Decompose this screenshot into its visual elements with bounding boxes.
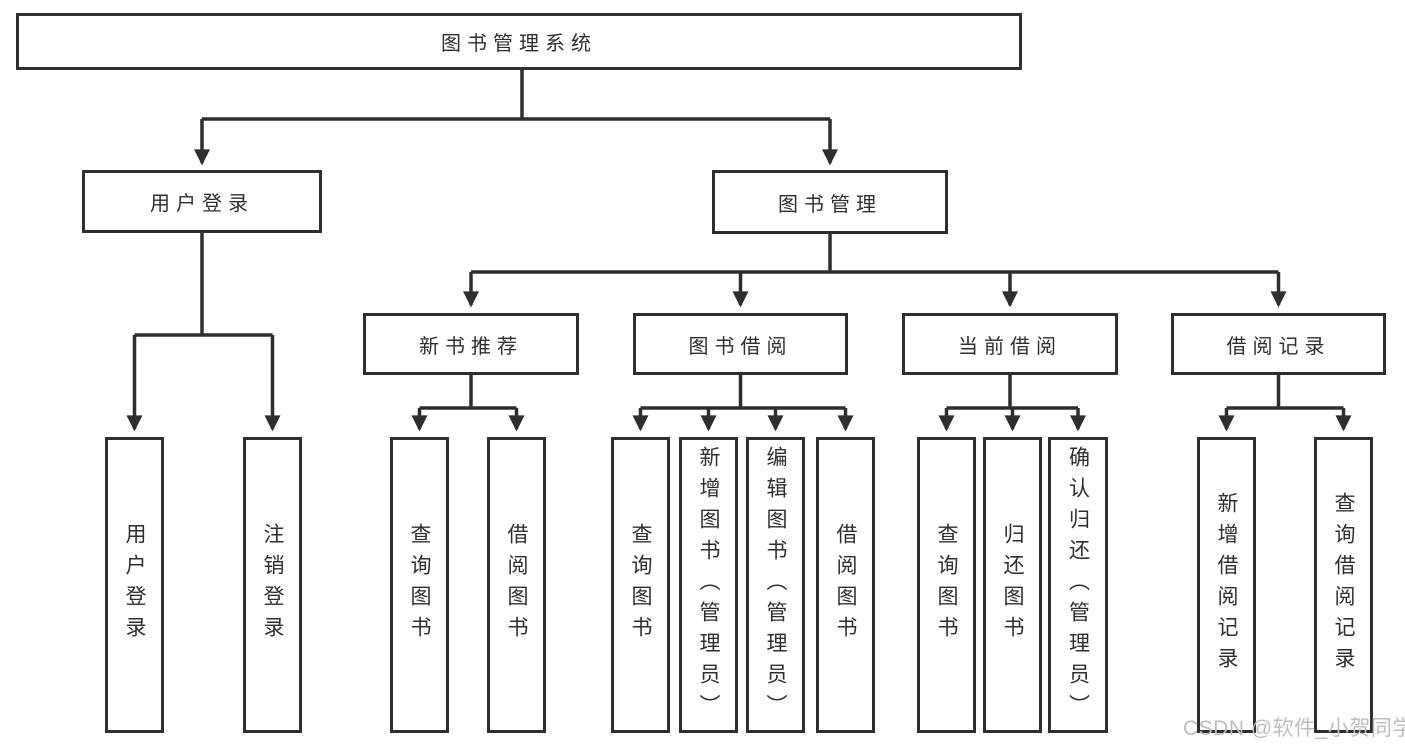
edge-trunk-root <box>202 70 830 121</box>
edge-trunk-current-borrow <box>946 375 1078 410</box>
node-book-management: 图书管理 <box>712 170 948 234</box>
leaf-borrow-books-recommend: 借阅图书 <box>487 437 546 733</box>
node-book-borrow: 图书借阅 <box>633 313 848 375</box>
csdn-watermark: CSDN @软件_小贺同学 <box>1183 717 1405 740</box>
leaf-confirm-return-admin: 确认归还（管理员） <box>1048 437 1108 733</box>
node-library-system: 图书管理系统 <box>16 13 1022 70</box>
leaf-query-borrow-record: 查询借阅记录 <box>1314 437 1373 733</box>
leaf-add-book-admin: 新增图书（管理员） <box>679 437 738 733</box>
leaf-add-borrow-record: 新增借阅记录 <box>1197 437 1256 733</box>
node-current-borrow: 当前借阅 <box>902 313 1118 375</box>
leaf-query-books-current: 查询图书 <box>917 437 976 733</box>
edge-trunk-book-borrow <box>640 375 846 410</box>
edge-trunk-user-login <box>134 233 273 337</box>
edge-trunk-new-book-recommend <box>419 375 517 410</box>
leaf-borrow-books-borrow: 借阅图书 <box>816 437 875 733</box>
leaf-logout: 注销登录 <box>243 437 302 733</box>
leaf-user-login: 用户登录 <box>105 437 164 733</box>
leaf-edit-book-admin: 编辑图书（管理员） <box>746 437 805 733</box>
leaf-return-book: 归还图书 <box>983 437 1042 733</box>
leaf-query-books-recommend: 查询图书 <box>390 437 449 733</box>
edge-trunk-borrow-records <box>1226 375 1344 410</box>
leaf-query-books-borrow: 查询图书 <box>611 437 670 733</box>
node-borrow-records: 借阅记录 <box>1171 313 1386 375</box>
edge-trunk-book-management <box>471 234 1279 274</box>
node-user-login-branch: 用户登录 <box>82 170 322 233</box>
node-new-book-recommend: 新书推荐 <box>363 313 579 375</box>
